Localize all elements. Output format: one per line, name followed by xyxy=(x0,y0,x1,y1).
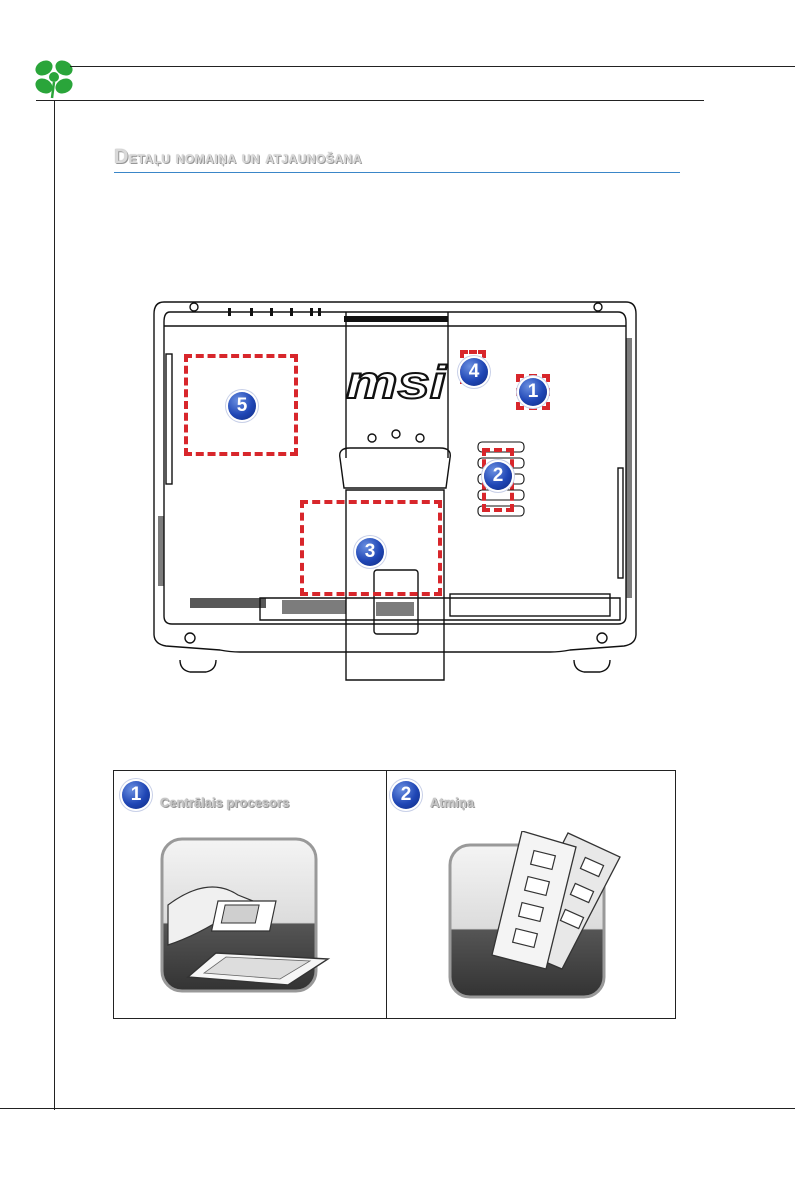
brand-logo-text: msi xyxy=(346,356,448,408)
footer-rule xyxy=(0,1108,795,1109)
component-badge-1: 1 xyxy=(122,781,150,809)
component-table: 1 Centrālais procesors 2 Atmiņa xyxy=(113,770,676,1019)
header-bottom-rule xyxy=(36,100,704,101)
cpu-install-icon xyxy=(158,835,346,999)
component-label-cpu: Centrālais procesors xyxy=(160,795,289,810)
left-margin-rule xyxy=(54,100,55,1110)
footer-edge xyxy=(0,1186,795,1192)
zone-badge-5: 5 xyxy=(228,392,256,420)
section-title: Detaļu nomaiņa un atjaunošana xyxy=(114,146,362,169)
section-title-underline xyxy=(114,172,680,173)
back-panel-diagram: msi 5 1 4 2 3 xyxy=(150,298,640,690)
zone-badge-4: 4 xyxy=(460,358,488,386)
zone-badge-3: 3 xyxy=(356,538,384,566)
clover-logo-icon xyxy=(30,56,78,100)
component-label-memory: Atmiņa xyxy=(430,795,474,810)
header-top-rule xyxy=(70,66,795,67)
table-divider xyxy=(386,771,387,1018)
zone-badge-2: 2 xyxy=(484,462,512,490)
component-badge-2: 2 xyxy=(392,781,420,809)
zone-badge-1: 1 xyxy=(519,378,547,406)
memory-modules-icon xyxy=(444,831,644,1001)
